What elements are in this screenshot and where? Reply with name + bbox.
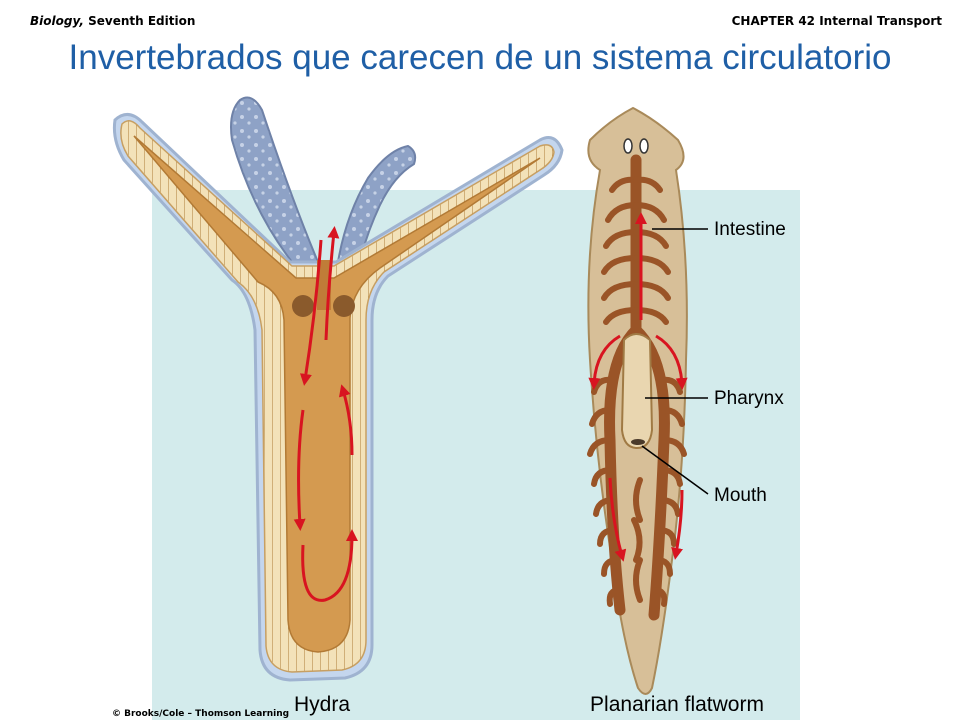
- planarian-flow-arrow: [608, 477, 627, 562]
- planarian-intestine-branches: [587, 176, 687, 607]
- label-mouth: Mouth: [714, 485, 767, 506]
- planarian-flow-arrow: [671, 489, 684, 560]
- planarian-mouth: [631, 439, 645, 445]
- leader-mouth: [641, 445, 709, 495]
- hydra-caption: Hydra: [294, 693, 350, 716]
- planarian-intestine: [604, 154, 670, 621]
- header-book-title: Biology, Seventh Edition: [30, 14, 195, 28]
- planarian-pharynx: [620, 333, 654, 450]
- hydra-flow-arrow: [338, 384, 354, 456]
- copyright: © Brooks/Cole – Thomson Learning: [112, 709, 289, 719]
- edition: Seventh Edition: [83, 14, 196, 28]
- hydra-hypostome-right: [333, 295, 355, 317]
- hydra-diagram: Hydra: [112, 96, 564, 716]
- planarian-eye-right: [639, 138, 649, 154]
- book-title: Biology,: [30, 14, 84, 28]
- planarian-flow-arrow: [588, 334, 621, 390]
- hydra-gastrovascular-cavity: [133, 135, 541, 653]
- planarian-diagram: Intestine Pharynx Mouth Planarian flatwo…: [587, 106, 786, 716]
- slide-title: Invertebrados que carecen de un sistema …: [68, 38, 892, 77]
- label-pharynx: Pharynx: [714, 388, 784, 409]
- hydra-flow-arrow: [300, 239, 323, 386]
- planarian-eye-left: [623, 138, 633, 154]
- label-intestine: Intestine: [714, 219, 786, 240]
- planarian-flow-arrow: [655, 334, 688, 390]
- hydra-hypostome-left: [292, 295, 314, 317]
- hydra-flow-arrow: [301, 529, 358, 602]
- hydra-flow-arrow: [324, 226, 340, 341]
- hydra-flow-arrow: [293, 409, 306, 531]
- header-chapter: CHAPTER 42 Internal Transport: [731, 14, 942, 28]
- planarian-caption: Planarian flatworm: [590, 693, 764, 716]
- hydra-tentacle-right: [336, 144, 417, 263]
